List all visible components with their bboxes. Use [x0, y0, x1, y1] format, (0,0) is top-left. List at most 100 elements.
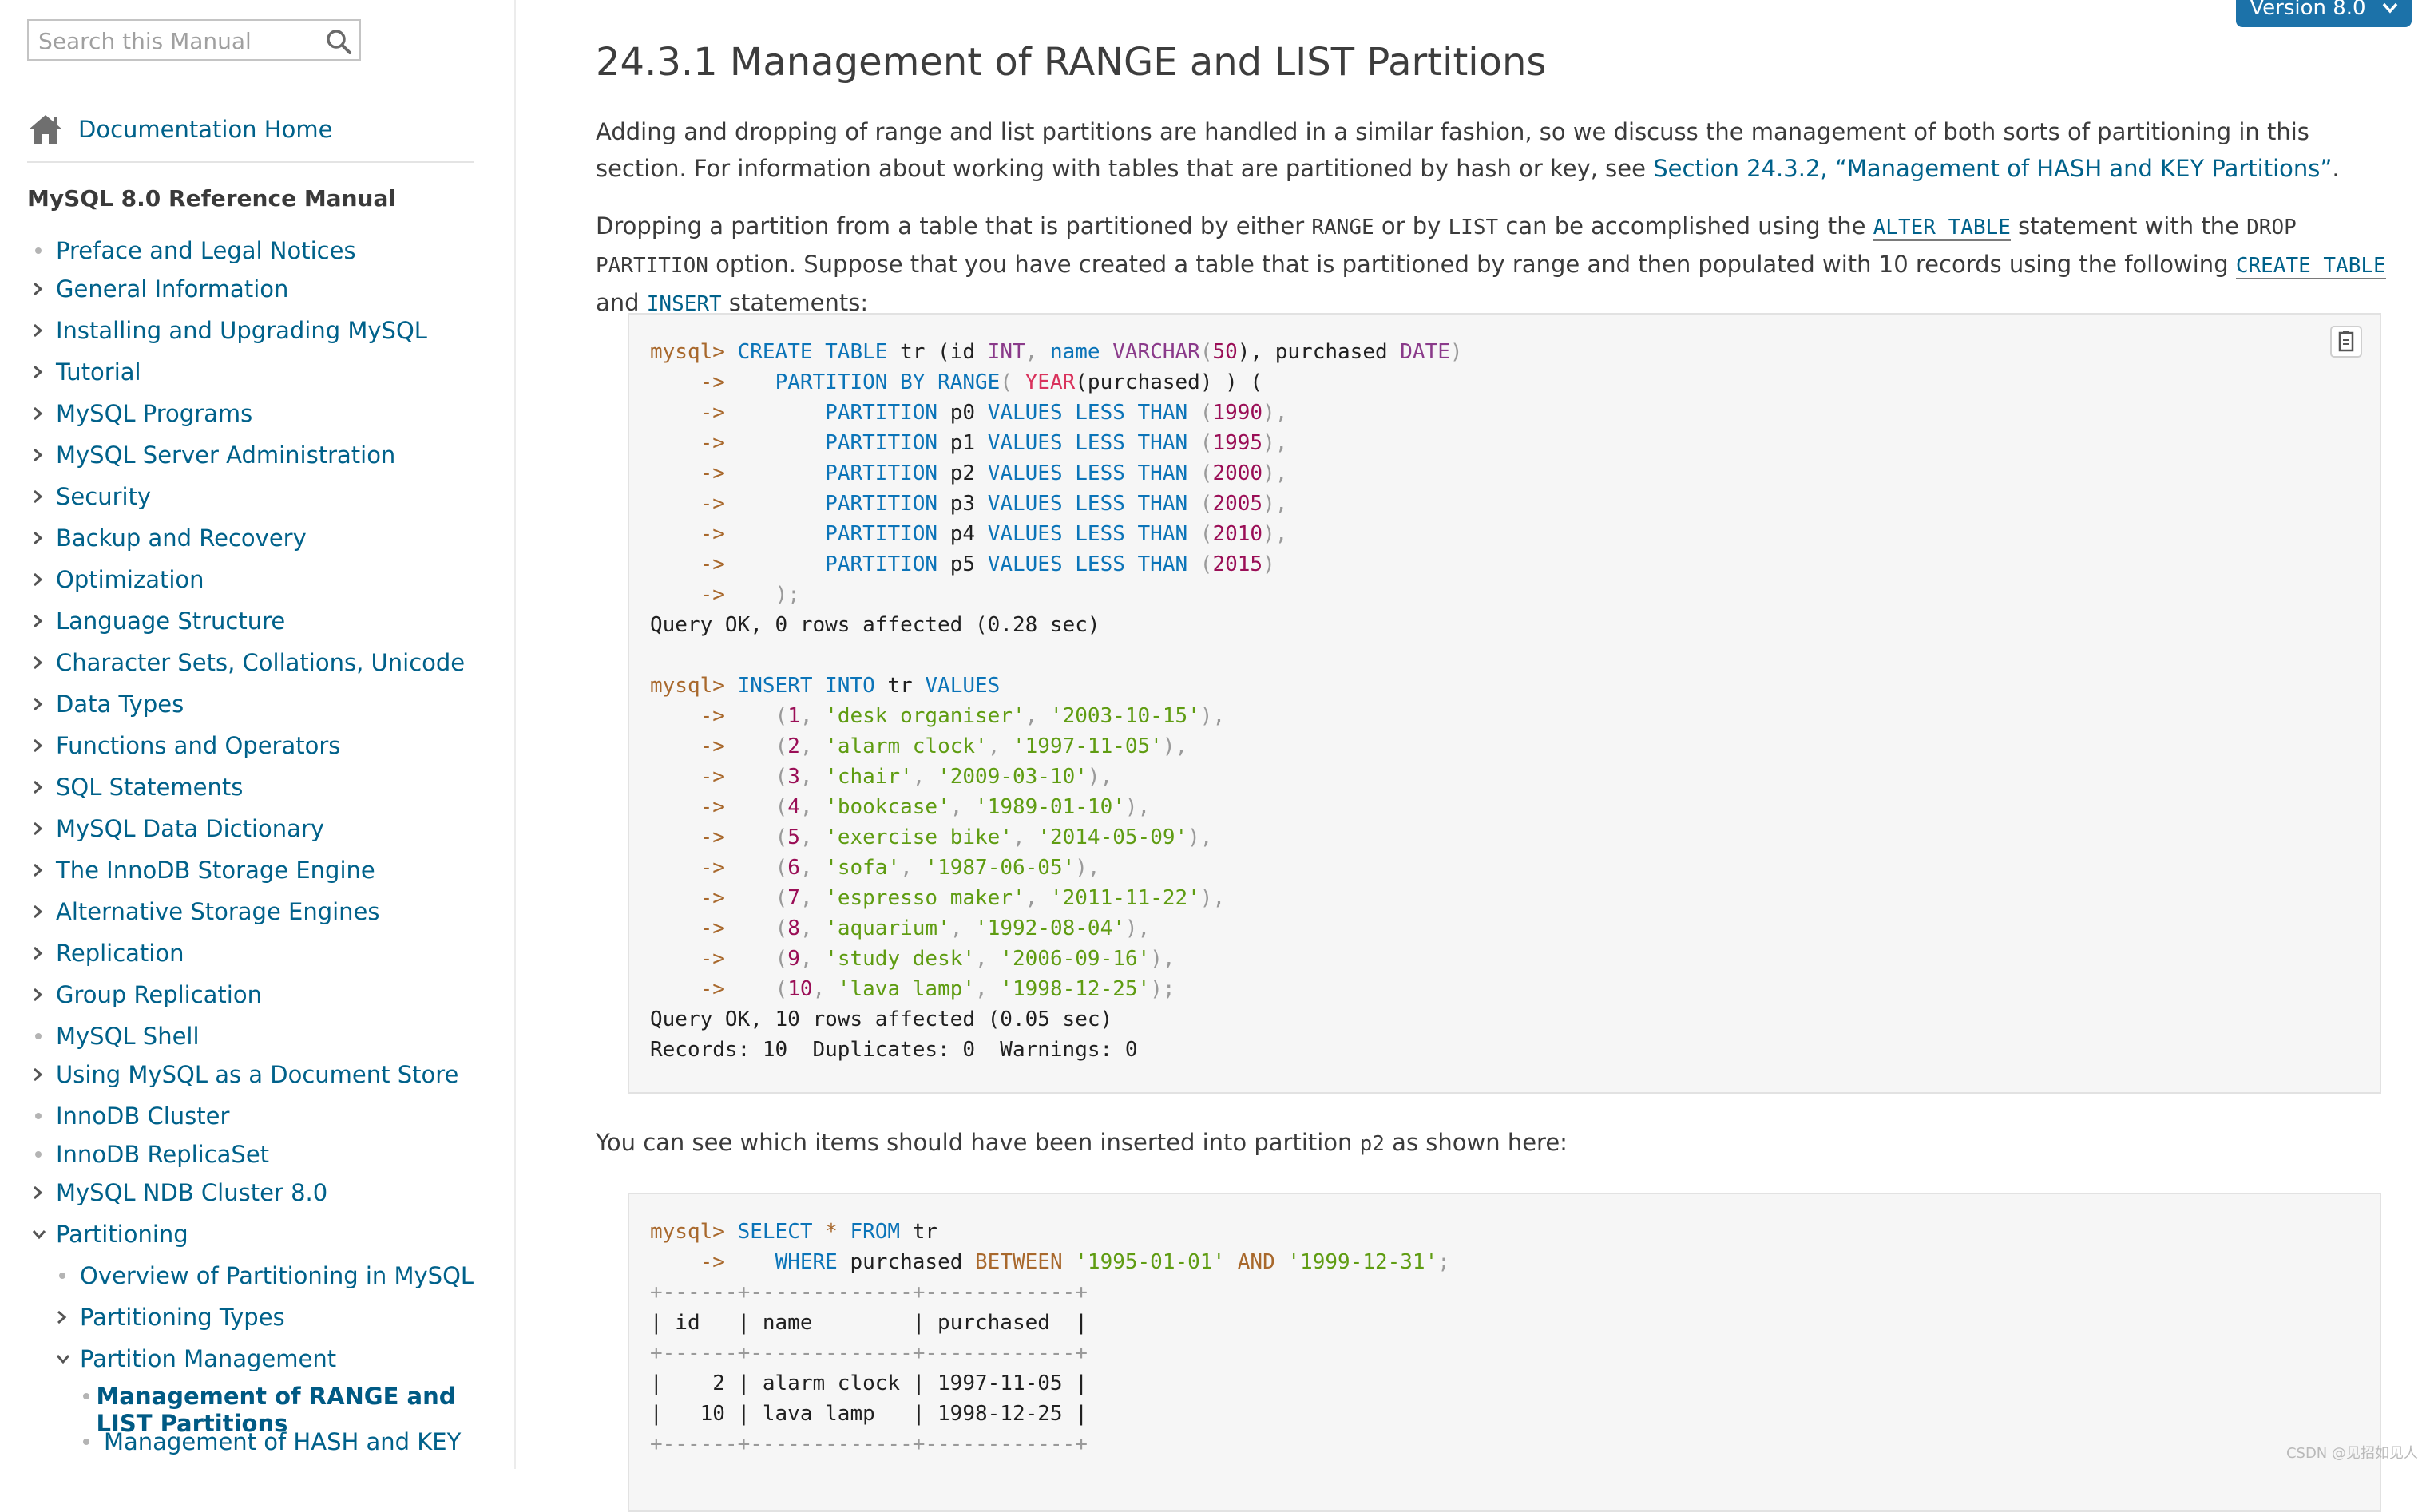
documentation-home-label: Documentation Home: [78, 116, 333, 143]
code-token: 9: [787, 947, 800, 971]
toc-item-label: SQL Statements: [56, 774, 244, 801]
chevron-right-icon[interactable]: [32, 988, 56, 1002]
chevron-down-icon[interactable]: [56, 1353, 80, 1364]
code-token: ): [1263, 552, 1275, 576]
toc-item[interactable]: General Information: [32, 271, 288, 307]
caret-down-icon: [2382, 2, 2397, 14]
toc-item-label: MySQL Shell: [56, 1023, 200, 1050]
chevron-right-icon[interactable]: [32, 946, 56, 960]
section-link-hash-key[interactable]: Section 24.3.2, “Management of HASH and …: [1653, 155, 2333, 182]
code-token: (: [1000, 370, 1025, 394]
toc-item[interactable]: Security: [32, 479, 151, 514]
continuation-prompt: ->: [700, 583, 725, 607]
chevron-right-icon[interactable]: [32, 697, 56, 711]
toc-item[interactable]: Optimization: [32, 562, 204, 597]
toc-item[interactable]: MySQL Programs: [32, 396, 252, 431]
toc-item[interactable]: MySQL Shell: [32, 1019, 200, 1054]
version-selector-button[interactable]: Version 8.0: [2236, 0, 2412, 27]
code-block-select[interactable]: mysql> SELECT * FROM tr -> WHERE purchas…: [628, 1193, 2381, 1512]
code-token: ),: [1263, 431, 1288, 455]
toc-item[interactable]: Partition Management: [56, 1341, 336, 1376]
chevron-right-icon[interactable]: [32, 614, 56, 628]
code-token: [1100, 340, 1113, 364]
toc-item[interactable]: MySQL Server Administration: [32, 437, 395, 473]
code-token: INTO: [825, 674, 875, 698]
toc-item[interactable]: The InnoDB Storage Engine: [32, 853, 375, 888]
code-p2: p2: [1359, 1132, 1385, 1156]
toc-item[interactable]: Functions and Operators: [32, 728, 340, 763]
code-token: mysql>: [650, 1220, 738, 1244]
code-token: VALUES LESS THAN: [987, 431, 1188, 455]
chevron-right-icon[interactable]: [32, 1185, 56, 1200]
chevron-down-icon[interactable]: [32, 1229, 56, 1240]
bullet-icon: [32, 247, 56, 254]
code-token: ),: [1263, 522, 1288, 546]
toc-item-label: MySQL Programs: [56, 400, 253, 427]
continuation-prompt: ->: [700, 522, 725, 546]
toc-item[interactable]: SQL Statements: [32, 770, 243, 805]
insert-link[interactable]: INSERT: [646, 292, 722, 318]
toc-item[interactable]: Preface and Legal Notices: [32, 233, 356, 268]
chevron-right-icon[interactable]: [32, 406, 56, 421]
chevron-right-icon[interactable]: [32, 489, 56, 504]
toc-item[interactable]: Group Replication: [32, 977, 262, 1012]
toc-item-label: Replication: [56, 940, 184, 967]
search-icon[interactable]: [324, 27, 353, 56]
toc-item[interactable]: Language Structure: [32, 604, 285, 639]
code-token: [813, 674, 826, 698]
toc-item[interactable]: Alternative Storage Engines: [32, 894, 380, 929]
code-token: DATE: [1400, 340, 1450, 364]
code-token: [838, 1220, 850, 1244]
create-table-link[interactable]: CREATE TABLE: [2235, 254, 2386, 279]
continuation-prompt: ->: [700, 734, 725, 758]
chevron-right-icon[interactable]: [32, 863, 56, 877]
chevron-right-icon[interactable]: [32, 448, 56, 462]
chevron-right-icon[interactable]: [32, 738, 56, 753]
toc-item[interactable]: Installing and Upgrading MySQL: [32, 313, 427, 348]
chevron-right-icon[interactable]: [32, 655, 56, 670]
search-input[interactable]: [37, 26, 311, 56]
code-token: VALUES: [925, 674, 1001, 698]
toc-item[interactable]: Data Types: [32, 687, 184, 722]
chevron-right-icon[interactable]: [32, 780, 56, 794]
code-token: purchased: [837, 1250, 976, 1274]
chevron-right-icon[interactable]: [32, 1067, 56, 1082]
toc-item[interactable]: Overview of Partitioning in MySQL: [56, 1258, 474, 1293]
search-box[interactable]: [27, 19, 361, 61]
toc-item[interactable]: MySQL Data Dictionary: [32, 811, 324, 846]
version-label: Version 8.0: [2250, 0, 2366, 20]
chevron-right-icon[interactable]: [32, 821, 56, 836]
documentation-home-link[interactable]: Documentation Home: [27, 112, 332, 147]
code-token: SELECT: [737, 1220, 813, 1244]
copy-icon[interactable]: [2330, 326, 2362, 358]
toc-item-label: Partitioning Types: [80, 1304, 285, 1331]
chevron-right-icon[interactable]: [32, 323, 56, 338]
watermark: CSDN @见招如见人: [2285, 1445, 2418, 1462]
code-block-create-insert[interactable]: mysql> CREATE TABLE tr (id INT, name VAR…: [628, 313, 2381, 1094]
chevron-right-icon[interactable]: [56, 1310, 80, 1324]
toc-item[interactable]: Tutorial: [32, 354, 141, 390]
chevron-right-icon[interactable]: [32, 904, 56, 919]
toc-item[interactable]: Partitioning Types: [56, 1300, 285, 1335]
toc-item[interactable]: Character Sets, Collations, Unicode: [32, 645, 465, 680]
toc-item[interactable]: Using MySQL as a Document Store: [32, 1057, 458, 1092]
code-token: ),: [1124, 916, 1151, 940]
chevron-right-icon[interactable]: [32, 572, 56, 587]
chevron-right-icon[interactable]: [32, 282, 56, 296]
toc-item[interactable]: InnoDB ReplicaSet: [32, 1137, 269, 1172]
code-token: '1987-06-05': [925, 856, 1076, 880]
code-token: ),: [1199, 704, 1226, 728]
toc-item[interactable]: Replication: [32, 936, 184, 971]
code-token: '2014-05-09': [1037, 825, 1188, 849]
toc-item[interactable]: InnoDB Cluster: [32, 1098, 229, 1134]
toc-item[interactable]: Management of RANGE and LIST Partitions: [80, 1383, 479, 1443]
chevron-right-icon[interactable]: [32, 531, 56, 545]
toc-item[interactable]: Backup and Recovery: [32, 520, 307, 556]
toc-item[interactable]: Partitioning: [32, 1217, 188, 1252]
alter-table-link[interactable]: ALTER TABLE: [1873, 216, 2011, 241]
code-token: [1275, 1250, 1288, 1274]
toc-item[interactable]: MySQL NDB Cluster 8.0: [32, 1175, 327, 1210]
code-token: '1992-08-04': [975, 916, 1125, 940]
chevron-right-icon[interactable]: [32, 365, 56, 379]
toc-item[interactable]: Management of HASH and KEY: [80, 1424, 461, 1459]
